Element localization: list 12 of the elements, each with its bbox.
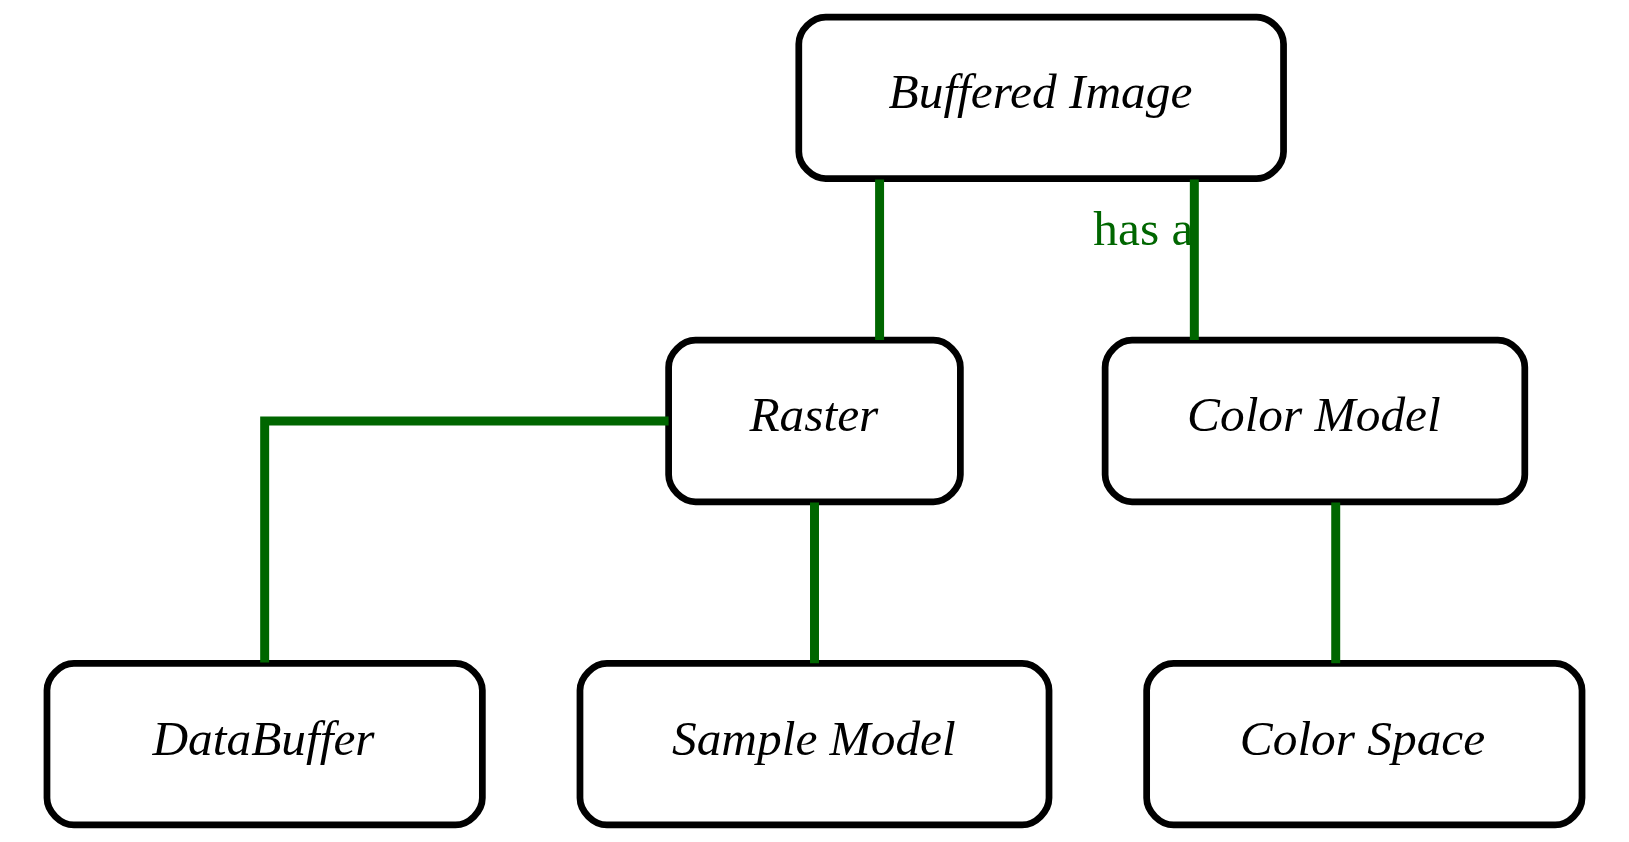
node-box: DataBuffer — [43, 660, 486, 829]
node-box: Sample Model — [576, 660, 1053, 829]
node-box: Buffered Image — [795, 13, 1287, 182]
connector — [1189, 179, 1199, 341]
node-box: Raster — [665, 336, 964, 506]
connector — [1331, 502, 1341, 664]
connector — [875, 179, 885, 341]
node-box: Color Space — [1143, 660, 1586, 829]
edge-label: has a — [1093, 201, 1194, 257]
connector — [260, 416, 669, 663]
connector — [810, 502, 819, 664]
node-box: Color Model — [1101, 336, 1529, 506]
